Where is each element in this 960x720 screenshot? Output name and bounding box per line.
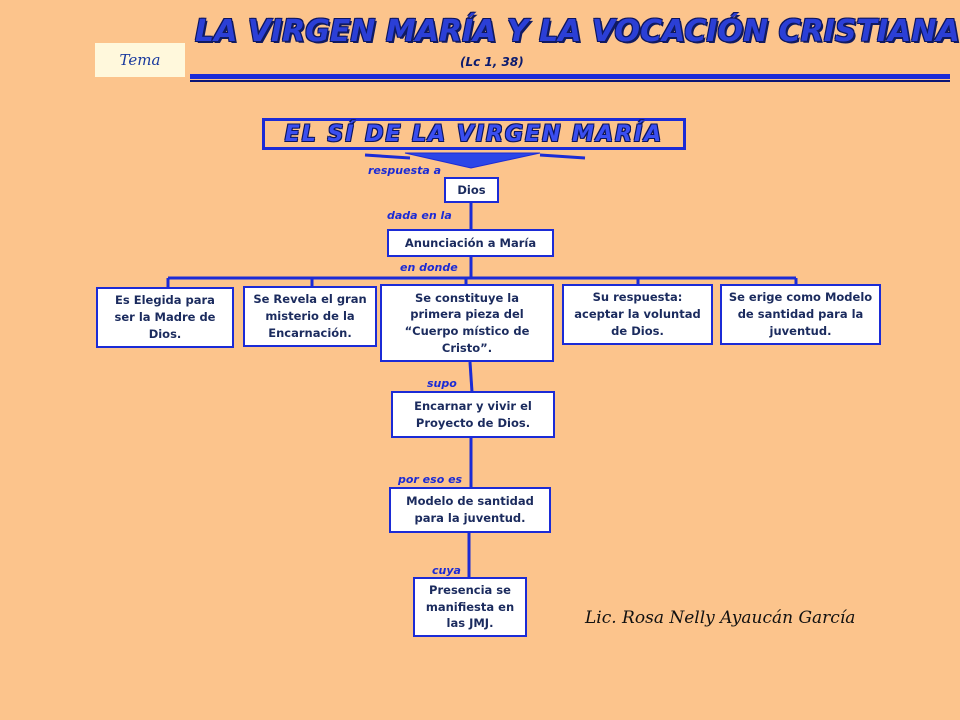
line-constituye-encarnar [468, 361, 474, 393]
node-encarnar: Encarnar y vivir el Proyecto de Dios. [391, 391, 555, 438]
banner-wing-right [539, 153, 586, 160]
page-subtitle: (Lc 1, 38) [460, 55, 524, 69]
node-anunciacion: Anunciación a María [387, 229, 554, 257]
banner-text: EL SÍ DE LA VIRGEN MARÍA [284, 121, 664, 147]
banner-wing-left [364, 153, 411, 160]
title-underline [190, 74, 950, 79]
node-revela: Se Revela el gran misterio de la Encarna… [243, 286, 377, 347]
connector-cuya: cuya [432, 564, 461, 577]
node-erige: Se erige como Modelo de santidad para la… [720, 284, 881, 345]
node-dios: Dios [444, 177, 499, 203]
node-constituye: Se constituye la primera pieza del “Cuer… [380, 284, 554, 362]
connector-supo: supo [427, 377, 457, 390]
concept-banner: EL SÍ DE LA VIRGEN MARÍA [262, 118, 686, 150]
tema-label: Tema [95, 43, 185, 77]
node-modelo: Modelo de santidad para la juventud. [389, 487, 551, 533]
connector-en-donde: en donde [400, 261, 458, 274]
node-respuesta: Su respuesta: aceptar la voluntad de Dio… [562, 284, 713, 345]
connector-respuesta-a: respuesta a [368, 164, 442, 177]
connector-dada-en-la: dada en la [387, 209, 452, 222]
node-presencia: Presencia se manifiesta en las JMJ. [413, 577, 527, 637]
page-title: LA VIRGEN MARÍA Y LA VOCACIÓN CRISTIANA [195, 14, 960, 49]
author-signature: Lic. Rosa Nelly Ayaucán García [585, 608, 856, 628]
title-underline-shadow [190, 80, 950, 82]
node-elegida: Es Elegida para ser la Madre de Dios. [96, 287, 234, 348]
banner-arrow-icon [404, 152, 541, 169]
connector-por-eso-es: por eso es [398, 473, 463, 486]
